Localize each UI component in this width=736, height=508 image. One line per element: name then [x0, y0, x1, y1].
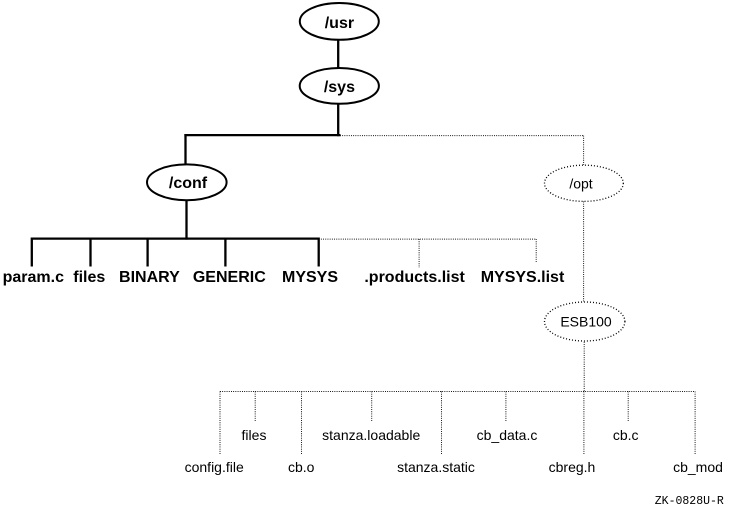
- svg-text:ESB100: ESB100: [560, 314, 612, 330]
- svg-text:files: files: [73, 269, 105, 286]
- svg-text:MYSYS: MYSYS: [282, 269, 338, 286]
- svg-text:param.c: param.c: [3, 269, 64, 286]
- svg-text:.products.list: .products.list: [364, 269, 465, 286]
- svg-text:/usr: /usr: [325, 15, 354, 32]
- svg-text:GENERIC: GENERIC: [193, 269, 266, 286]
- svg-text:cb_data.c: cb_data.c: [477, 427, 538, 443]
- svg-text:cbreg.h: cbreg.h: [549, 459, 596, 475]
- svg-text:/sys: /sys: [324, 79, 355, 96]
- svg-text:MYSYS.list: MYSYS.list: [481, 269, 565, 286]
- svg-text:cb.c: cb.c: [613, 427, 639, 443]
- svg-text:stanza.loadable: stanza.loadable: [322, 427, 420, 443]
- svg-text:cb_mod: cb_mod: [673, 459, 723, 475]
- svg-text:BINARY: BINARY: [119, 269, 180, 286]
- svg-text:/conf: /conf: [169, 175, 208, 192]
- svg-text:stanza.static: stanza.static: [397, 459, 475, 475]
- svg-text:/opt: /opt: [569, 175, 592, 191]
- svg-text:ZK-0828U-R: ZK-0828U-R: [655, 495, 724, 508]
- svg-text:config.file: config.file: [185, 459, 244, 475]
- svg-text:cb.o: cb.o: [288, 459, 315, 475]
- svg-text:files: files: [242, 427, 267, 443]
